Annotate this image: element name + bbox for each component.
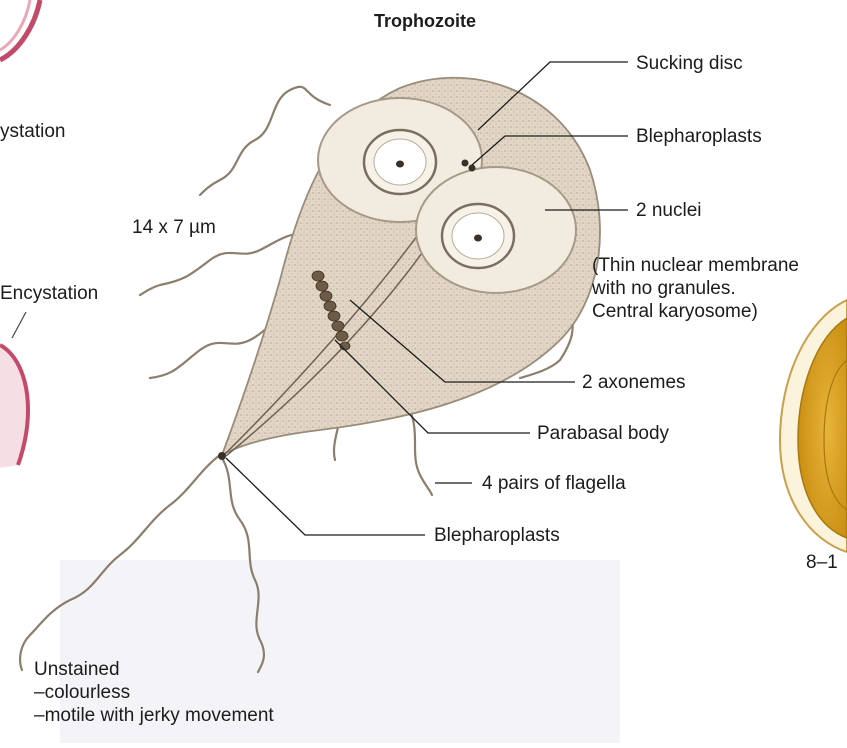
label-size: 14 x 7 µm [132, 216, 216, 239]
nucleus-right [416, 167, 576, 293]
label-2-nuclei: 2 nuclei [636, 199, 702, 222]
left-cell-fragment-top [0, 0, 40, 60]
encystation-arrow [12, 312, 26, 338]
label-blepharoplasts-bottom: Blepharoplasts [434, 524, 560, 547]
left-cell-fragment-bottom [0, 312, 28, 468]
label-nuclei-note: (Thin nuclear membrane with no granules.… [592, 254, 799, 323]
label-blepharoplasts-top: Blepharoplasts [636, 125, 762, 148]
label-2-axonemes: 2 axonemes [582, 371, 686, 394]
label-4-pairs-of-flagella: 4 pairs of flagella [482, 472, 626, 495]
label-sucking-disc: Sucking disc [636, 52, 743, 75]
label-cyst-size-fragment: 8–1 [806, 551, 838, 574]
label-encystation: Encystation [0, 282, 98, 305]
diagram-title: Trophozoite [374, 10, 476, 33]
blepharoplasts-bottom [218, 452, 226, 460]
label-excystation-fragment: ystation [0, 120, 65, 143]
cyst-fragment [780, 300, 847, 552]
label-unstained: Unstained –colourless –motile with jerky… [34, 658, 274, 727]
label-parabasal-body: Parabasal body [537, 422, 669, 445]
